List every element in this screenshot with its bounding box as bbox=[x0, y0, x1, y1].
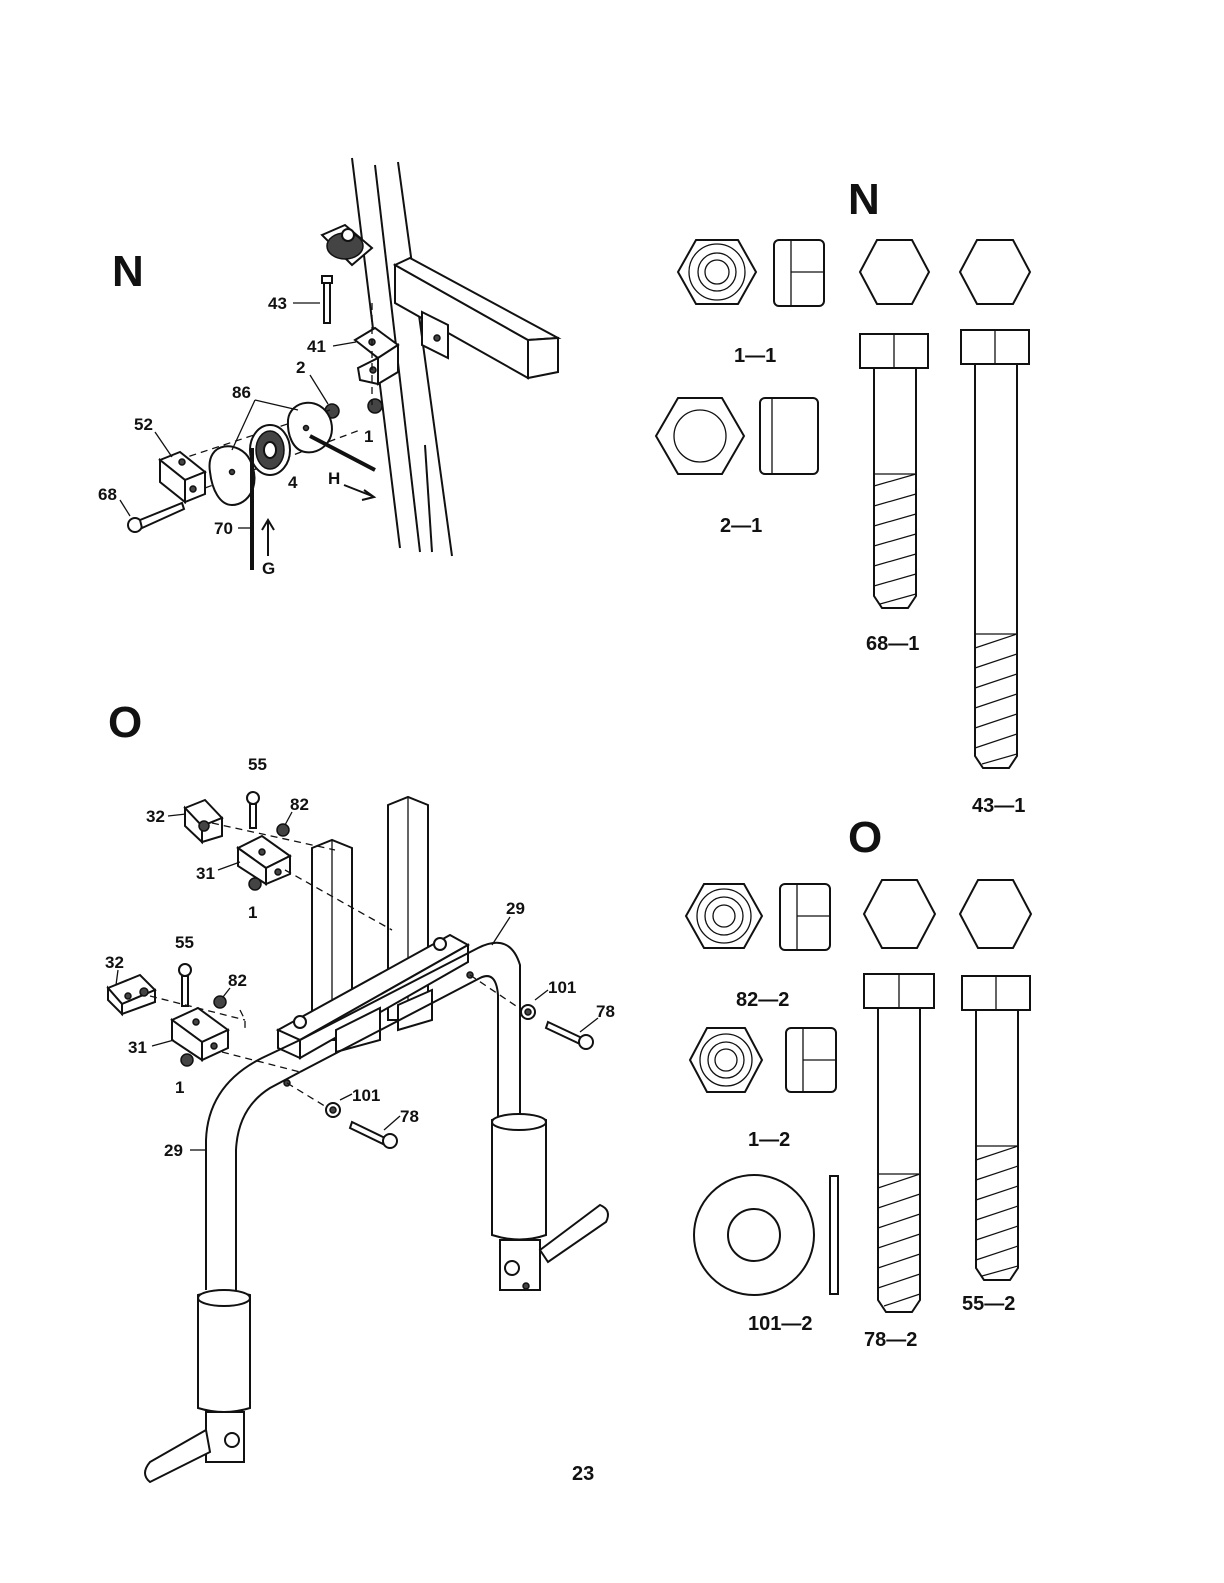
svg-text:32: 32 bbox=[105, 953, 124, 972]
bolt-68 bbox=[127, 501, 186, 533]
parts-o-panel: O 82—2 1—2 101—2 bbox=[684, 813, 1033, 1351]
svg-text:55: 55 bbox=[248, 755, 267, 774]
nut-82-lower bbox=[213, 995, 227, 1009]
step-o-letter: O bbox=[108, 698, 142, 747]
svg-text:H: H bbox=[328, 469, 340, 488]
svg-text:55—2: 55—2 bbox=[962, 1293, 1015, 1315]
svg-text:1—1: 1—1 bbox=[734, 345, 776, 367]
svg-text:43: 43 bbox=[268, 294, 287, 313]
svg-text:41: 41 bbox=[307, 337, 326, 356]
bolt-55-upper bbox=[246, 791, 260, 829]
bracket-32-lower bbox=[106, 973, 157, 1017]
svg-text:1: 1 bbox=[364, 427, 373, 446]
nut-82-upper bbox=[276, 823, 290, 837]
bolt-43 bbox=[321, 275, 333, 324]
svg-text:78—2: 78—2 bbox=[864, 1329, 917, 1351]
svg-text:101: 101 bbox=[352, 1086, 380, 1105]
svg-text:31: 31 bbox=[128, 1038, 147, 1057]
bolt-78-left bbox=[348, 1120, 398, 1149]
page-number: 23 bbox=[572, 1463, 594, 1485]
svg-text:32: 32 bbox=[146, 807, 165, 826]
svg-text:1: 1 bbox=[248, 903, 257, 922]
parts-n-panel: N 1—1 2—1 bbox=[654, 175, 1032, 817]
nut-1 bbox=[367, 398, 383, 414]
svg-text:68: 68 bbox=[98, 485, 117, 504]
curved-bar-29-left bbox=[144, 1039, 301, 1484]
bracket-32-upper bbox=[183, 798, 224, 845]
svg-text:G: G bbox=[262, 559, 275, 578]
svg-text:52: 52 bbox=[134, 415, 153, 434]
parts-n-letter: N bbox=[848, 175, 880, 224]
arrow-g bbox=[261, 518, 275, 556]
part-78-2-bolt bbox=[862, 879, 937, 1313]
part-1-1-locknut bbox=[676, 239, 825, 307]
svg-text:86: 86 bbox=[232, 383, 251, 402]
step-n-upright-frame bbox=[351, 157, 453, 557]
svg-text:78: 78 bbox=[596, 1002, 615, 1021]
step-o-assembly: O bbox=[105, 698, 615, 1484]
parts-o-letter: O bbox=[848, 813, 882, 862]
cable-h-section bbox=[309, 434, 376, 472]
svg-text:55: 55 bbox=[175, 933, 194, 952]
svg-text:2: 2 bbox=[296, 358, 305, 377]
part-101-2-washer bbox=[693, 1174, 839, 1296]
svg-text:78: 78 bbox=[400, 1107, 419, 1126]
nut-1-upper bbox=[248, 877, 262, 891]
part-1-2-locknut bbox=[688, 1027, 837, 1093]
step-o-crossbar bbox=[275, 933, 471, 1060]
svg-text:1—2: 1—2 bbox=[748, 1129, 790, 1151]
step-n-assembly: N 43 bbox=[98, 157, 562, 578]
step-n-letter: N bbox=[112, 247, 144, 296]
part-82-2-locknut bbox=[684, 883, 831, 951]
svg-text:101: 101 bbox=[548, 978, 576, 997]
svg-text:1: 1 bbox=[175, 1078, 184, 1097]
bracket-41 bbox=[353, 326, 400, 386]
svg-text:82: 82 bbox=[290, 795, 309, 814]
part-68-1-bolt bbox=[858, 239, 931, 609]
svg-text:29: 29 bbox=[164, 1141, 183, 1160]
part-43-1-bolt bbox=[958, 239, 1032, 769]
bracket-52 bbox=[158, 450, 207, 505]
pulley-4 bbox=[249, 424, 291, 476]
svg-text:43—1: 43—1 bbox=[972, 795, 1025, 817]
svg-text:31: 31 bbox=[196, 864, 215, 883]
bolt-78-right bbox=[544, 1020, 594, 1050]
svg-text:68—1: 68—1 bbox=[866, 633, 919, 655]
step-n-top-pulley bbox=[320, 223, 374, 267]
step-n-crossbar bbox=[392, 256, 562, 380]
svg-text:70: 70 bbox=[214, 519, 233, 538]
svg-text:101—2: 101—2 bbox=[748, 1313, 813, 1335]
svg-text:4: 4 bbox=[288, 473, 298, 492]
nut-1-lower bbox=[180, 1053, 194, 1067]
curved-bar-29-right bbox=[299, 941, 609, 1291]
svg-text:29: 29 bbox=[506, 899, 525, 918]
bracket-31-lower bbox=[170, 1006, 230, 1062]
svg-text:2—1: 2—1 bbox=[720, 515, 762, 537]
svg-text:82: 82 bbox=[228, 971, 247, 990]
bolt-55-lower bbox=[178, 963, 192, 1007]
arrow-h bbox=[343, 484, 377, 501]
bracket-31-upper bbox=[236, 834, 292, 886]
svg-text:82—2: 82—2 bbox=[736, 989, 789, 1011]
part-2-1-nut bbox=[654, 397, 819, 475]
part-55-2-bolt bbox=[958, 879, 1033, 1281]
